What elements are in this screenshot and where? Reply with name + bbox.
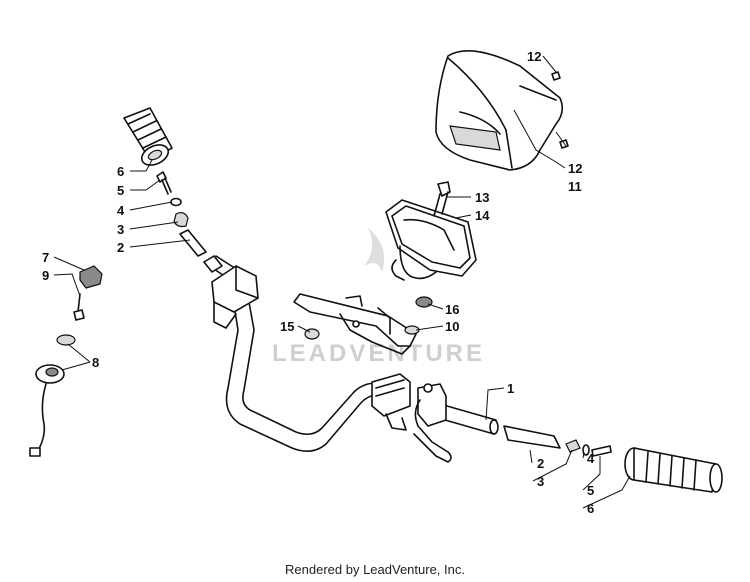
callout-6-left: 6: [117, 164, 124, 179]
callout-11: 11: [568, 179, 582, 194]
callout-4-right: 4: [587, 451, 595, 466]
leader-lines: [53, 55, 631, 509]
callout-10: 10: [445, 319, 459, 334]
callout-5-left: 5: [117, 183, 124, 198]
handlebar-cover: [435, 50, 564, 171]
right-grip: [624, 447, 723, 493]
right-bar-insert: [503, 425, 561, 449]
left-switch-parts: [29, 265, 103, 457]
callout-15: 15: [280, 319, 294, 334]
handlebar: [203, 255, 499, 452]
callout-16: 16: [445, 302, 459, 317]
callout-12-top: 12: [527, 49, 541, 64]
callout-numbers: 6 5 4 3 2 7 9 8 12 12 11 13 14 16 15 10 …: [42, 49, 595, 516]
callout-6-right: 6: [587, 501, 594, 516]
instrument-pod: [385, 199, 477, 281]
callout-1: 1: [507, 381, 514, 396]
pod-bolt: [433, 181, 451, 217]
callout-2-left: 2: [117, 240, 124, 255]
callout-7: 7: [42, 250, 49, 265]
callout-14: 14: [475, 208, 490, 223]
left-end-hardware: [156, 171, 207, 257]
callout-4-left: 4: [117, 203, 125, 218]
callout-2-right: 2: [537, 456, 544, 471]
callout-3-right: 3: [537, 474, 544, 489]
callout-3-left: 3: [117, 222, 124, 237]
callout-12-mid: 12: [568, 161, 582, 176]
pod-bracket: [293, 293, 417, 355]
credit-text: Rendered by LeadVenture, Inc.: [285, 562, 465, 577]
callout-13: 13: [475, 190, 489, 205]
right-end-hardware: [565, 439, 612, 457]
callout-9: 9: [42, 268, 49, 283]
left-grip: [123, 107, 173, 166]
right-control-assembly: [371, 373, 452, 463]
callout-8: 8: [92, 355, 99, 370]
callout-5-right: 5: [587, 483, 594, 498]
